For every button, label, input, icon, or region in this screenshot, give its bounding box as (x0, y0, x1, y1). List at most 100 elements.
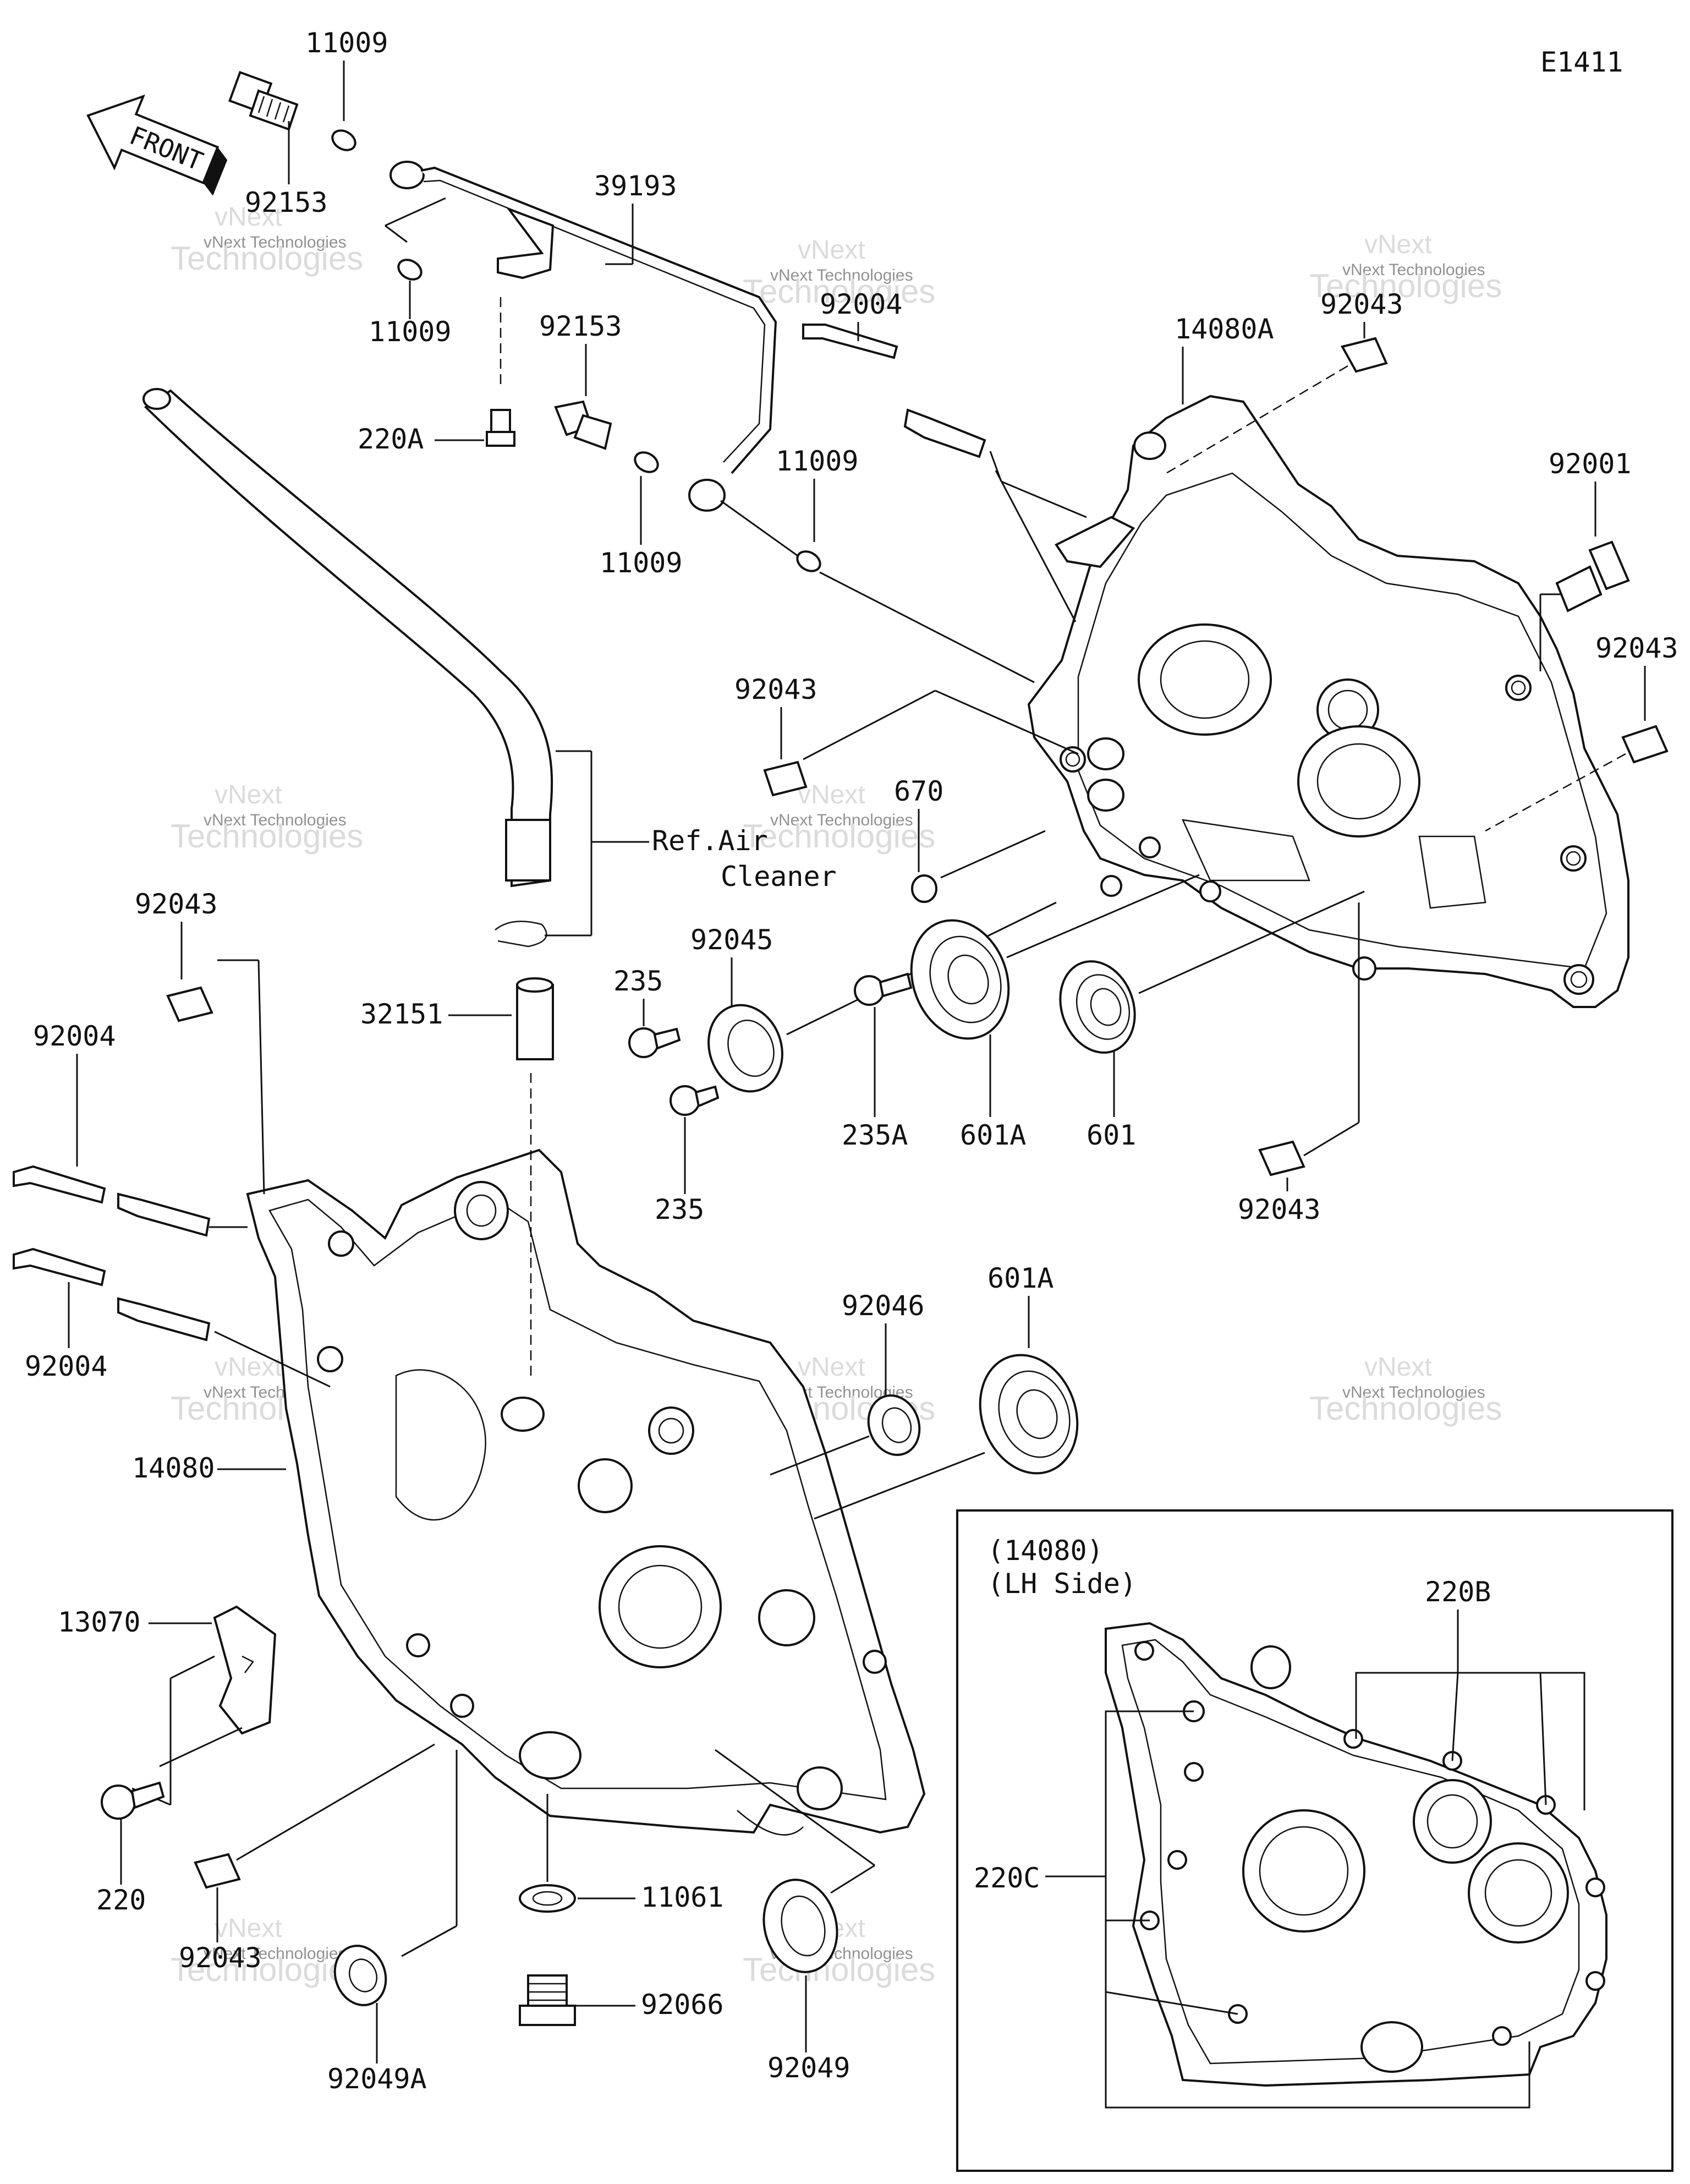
svg-text:vNext: vNext (215, 1353, 282, 1382)
label-92043-right: 92043 (1595, 632, 1678, 664)
seal-92046-icon (867, 1394, 921, 1456)
label-601A-low: 601A (987, 1262, 1053, 1294)
oil-pipe-39193 (389, 161, 777, 512)
bolt-92153-top-icon (228, 70, 299, 131)
stud-92004-top-icon (802, 324, 986, 458)
washer-11009-top-icon (331, 129, 356, 151)
bearing-601A-mid-icon (910, 919, 1010, 1040)
label-92043-bl: 92043 (179, 1942, 262, 1974)
svg-text:vNext: vNext (215, 202, 282, 232)
oil-seal-92045-icon (707, 1004, 783, 1093)
seal-92049-icon (762, 1879, 838, 1973)
svg-text:vNext Technologies: vNext Technologies (204, 233, 347, 251)
svg-text:vNext: vNext (215, 780, 282, 809)
bolt-220A-icon (486, 409, 515, 447)
label-235-b: 235 (655, 1194, 704, 1225)
label-11009-b: 11009 (369, 316, 452, 348)
label-14080A: 14080A (1175, 313, 1274, 345)
watermark-2: vNext vNext Technologies Technologies (743, 236, 935, 310)
dowel-92043-low-icon (1258, 1140, 1305, 1176)
label-92043-low: 92043 (1238, 1194, 1321, 1225)
dowel-92043-left-icon (166, 986, 213, 1022)
watermark-10: vNext vNext Technologies Technologies (171, 1914, 363, 1988)
label-92049A: 92049A (327, 2063, 427, 2095)
svg-text:Technologies: Technologies (171, 818, 363, 855)
crankcase-left-14080 (246, 1148, 926, 1836)
breather-hose (142, 388, 553, 948)
svg-text:Technologies: Technologies (171, 240, 363, 277)
label-92004-top: 92004 (820, 288, 903, 320)
svg-text:vNext Technologies: vNext Technologies (204, 1945, 347, 1963)
svg-text:vNext Technologies: vNext Technologies (770, 811, 913, 829)
watermark-1: vNext vNext Technologies Technologies (171, 202, 363, 277)
svg-text:vNext Technologies: vNext Technologies (1342, 261, 1485, 279)
oring-670-icon (911, 874, 937, 903)
label-92043-left: 92043 (135, 888, 218, 920)
label-92004-l1: 92004 (33, 1020, 116, 1052)
svg-text:Technologies: Technologies (743, 273, 935, 310)
bearing-601A-low-icon (979, 1354, 1079, 1475)
label-92049: 92049 (767, 2052, 851, 2084)
label-601A-mid: 601A (960, 1119, 1026, 1151)
bolt-92153-mid-icon (554, 400, 612, 450)
screw-220-icon (101, 1781, 165, 1820)
svg-text:Technologies: Technologies (743, 1951, 935, 1988)
screw-235-a-icon (628, 1027, 681, 1058)
label-32151: 32151 (360, 998, 443, 1030)
inset-panel: (14080) (LH Side) 220B 220C (956, 1509, 1673, 2172)
washer-11061-icon (519, 1884, 576, 1913)
stud-92004-l1-icon (13, 1165, 211, 1237)
label-92045: 92045 (690, 924, 773, 956)
svg-text:vNext Technologies: vNext Technologies (770, 266, 913, 284)
label-92153-top: 92153 (245, 187, 328, 218)
svg-text:vNext Technologies: vNext Technologies (204, 811, 347, 829)
label-11009-d: 11009 (776, 445, 859, 477)
screw-235A-icon (854, 972, 913, 1006)
label-670: 670 (894, 775, 943, 807)
bearing-601-icon (1059, 960, 1136, 1054)
bolt-92001-icon (1555, 540, 1630, 612)
label-92046: 92046 (842, 1290, 925, 1322)
seal-92049A-icon (333, 1945, 387, 2006)
label-11009-c: 11009 (600, 547, 683, 579)
label-92001: 92001 (1549, 448, 1632, 480)
label-235A: 235A (842, 1119, 908, 1151)
svg-text:vNext: vNext (1364, 230, 1432, 259)
svg-text:vNext: vNext (1364, 1353, 1432, 1382)
label-92043-mid: 92043 (734, 674, 817, 705)
label-220A: 220A (358, 423, 424, 455)
screw-235-b-icon (670, 1085, 720, 1116)
watermark-9: vNext vNext Technologies Technologies (1309, 1353, 1502, 1427)
plate-13070-icon (213, 1605, 277, 1735)
label-39193: 39193 (594, 170, 677, 202)
label-14080: 14080 (132, 1452, 215, 1484)
svg-text:Technologies: Technologies (1309, 1390, 1502, 1427)
label-601: 601 (1087, 1119, 1136, 1151)
svg-text:vNext: vNext (798, 1353, 865, 1382)
label-92043-top: 92043 (1320, 288, 1403, 320)
svg-text:Technologies: Technologies (743, 818, 935, 855)
dowel-92043-right-icon (1621, 725, 1669, 764)
inset-label-220C: 220C (974, 1862, 1040, 1894)
ref-note-line1: Ref.Air (652, 825, 768, 857)
front-arrow-icon: FRONT (86, 94, 228, 196)
dowel-92043-mid-icon (763, 760, 808, 797)
watermark-group: vNext vNext Technologies Technologies vN… (171, 202, 1502, 1988)
crankcase-right-14080A (1027, 395, 1629, 1008)
svg-text:Technologies: Technologies (171, 1951, 363, 1988)
ref-note-line2: Cleaner (721, 861, 837, 893)
washer-11009-d-icon (796, 550, 821, 572)
label-92004-l2: 92004 (25, 1350, 108, 1382)
watermark-3: vNext vNext Technologies Technologies (1309, 230, 1502, 304)
svg-text:vNext: vNext (798, 236, 865, 265)
inset-title-line2: (LH Side) (987, 1568, 1137, 1600)
sleeve-32151-icon (516, 977, 554, 1060)
dowel-92043-bl-icon (194, 1853, 241, 1889)
inset-title-line1: (14080) (987, 1535, 1104, 1567)
svg-text:vNext Technologies: vNext Technologies (1342, 1383, 1485, 1402)
watermark-5: vNext vNext Technologies Technologies (743, 780, 935, 855)
label-11061: 11061 (641, 1881, 724, 1913)
stud-92004-l2-icon (13, 1247, 211, 1342)
